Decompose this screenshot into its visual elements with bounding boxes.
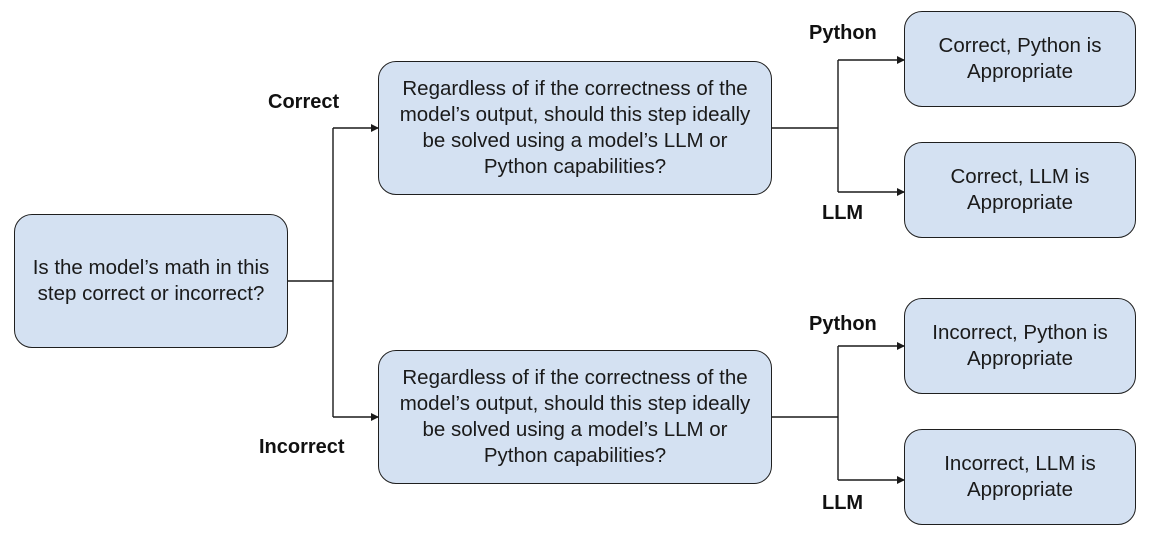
incorrect-branch-question-text: Regardless of if the correctness of the …	[399, 365, 751, 468]
outcome-incorrect-python-text: Incorrect, Python is Appropriate	[932, 320, 1108, 370]
outcome-incorrect-llm-node: Incorrect, LLM is Appropriate	[904, 429, 1136, 525]
outcome-correct-python-node: Correct, Python is Appropriate	[904, 11, 1136, 107]
outcome-correct-python-text: Correct, Python is Appropriate	[938, 33, 1102, 83]
correct-llm-label: LLM	[822, 202, 864, 224]
correct-branch-question-node: Regardless of if the correctness of the …	[378, 61, 772, 195]
root-question-node: Is the model’s math in this step correct…	[14, 214, 288, 348]
outcome-incorrect-python-node: Incorrect, Python is Appropriate	[904, 298, 1136, 394]
incorrect-branch-question-node: Regardless of if the correctness of the …	[378, 350, 772, 484]
outcome-incorrect-llm-text: Incorrect, LLM is Appropriate	[944, 451, 1096, 501]
incorrect-python-label: Python	[809, 313, 877, 335]
branch-label-incorrect: Incorrect	[259, 436, 345, 458]
outcome-correct-llm-node: Correct, LLM is Appropriate	[904, 142, 1136, 238]
branch-label-correct: Correct	[268, 91, 340, 113]
root-question-text: Is the model’s math in this step correct…	[32, 255, 270, 305]
correct-python-label: Python	[809, 22, 877, 44]
incorrect-llm-label: LLM	[822, 492, 864, 514]
correct-branch-question-text: Regardless of if the correctness of the …	[399, 76, 751, 179]
outcome-correct-llm-text: Correct, LLM is Appropriate	[950, 164, 1090, 214]
